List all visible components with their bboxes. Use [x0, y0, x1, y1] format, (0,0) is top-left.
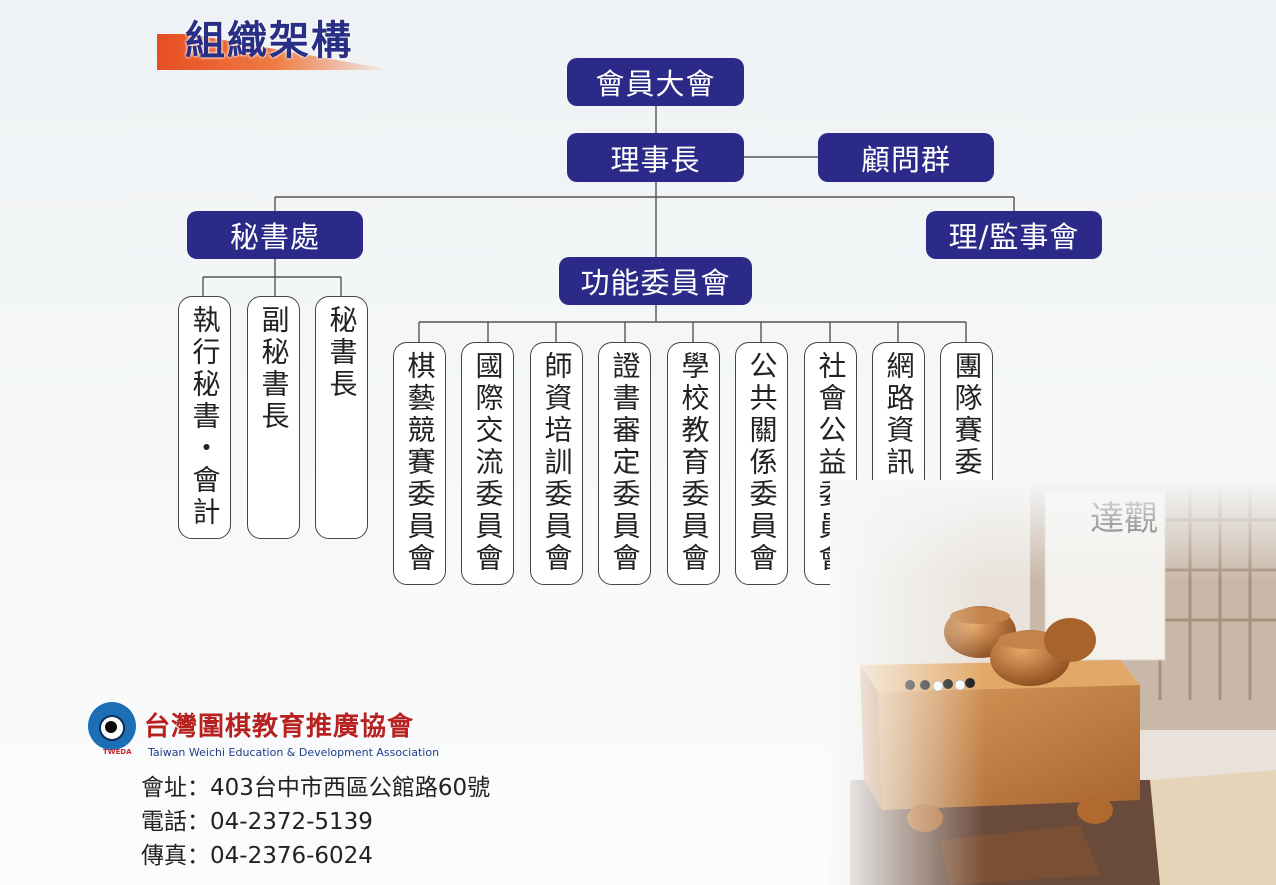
phone-value: 04-2372-5139	[210, 809, 373, 835]
committee-label: 棋藝競賽委員會	[403, 351, 437, 575]
node-chairman: 理事長	[567, 133, 744, 182]
secretariat-unit-label: 副秘書長	[257, 305, 291, 433]
secretariat-unit-label: 秘書長	[325, 305, 359, 401]
secretariat-unit: 秘書長	[315, 296, 368, 539]
committee-box: 學校教育委員會	[667, 342, 720, 585]
committee-label: 證書審定委員會	[608, 351, 642, 575]
fax-label: 傳真：	[141, 843, 210, 869]
go-board-photo: 達觀	[830, 480, 1276, 885]
contact-phone: 電話：04-2372-5139	[141, 802, 373, 836]
committee-label: 學校教育委員會	[677, 351, 711, 575]
committee-box: 國際交流委員會	[461, 342, 514, 585]
node-secretariat: 秘書處	[187, 211, 363, 259]
committee-box: 師資培訓委員會	[530, 342, 583, 585]
node-general-assembly: 會員大會	[567, 58, 744, 106]
page-title-banner: 組織架構	[157, 8, 397, 72]
go-board-illustration: 達觀	[830, 480, 1276, 885]
committee-box: 公共關係委員會	[735, 342, 788, 585]
contact-fax: 傳真：04-2376-6024	[141, 836, 373, 870]
association-name-en: Taiwan Weichi Education & Development As…	[148, 746, 440, 759]
committee-box: 證書審定委員會	[598, 342, 651, 585]
fax-value: 04-2376-6024	[210, 843, 373, 869]
page-title: 組織架構	[185, 18, 353, 64]
address-value: 403台中市西區公館路60號	[210, 775, 491, 801]
committee-label: 國際交流委員會	[471, 351, 505, 575]
phone-label: 電話：	[141, 809, 210, 835]
association-name-zh: 台灣圍棋教育推廣協會	[144, 712, 415, 742]
node-functional-committees: 功能委員會	[559, 257, 752, 305]
logo-pupil	[105, 721, 117, 733]
committee-label: 公共關係委員會	[745, 351, 779, 575]
contact-address: 會址：403台中市西區公館路60號	[141, 768, 490, 802]
node-advisors: 顧問群	[818, 133, 994, 182]
committee-label: 師資培訓委員會	[540, 351, 574, 575]
secretariat-unit: 副秘書長	[247, 296, 300, 539]
secretariat-unit-label: 執行秘書・會計	[188, 305, 222, 529]
association-logo: TWEDA 台灣圍棋教育推廣協會 Taiwan Weichi Education…	[88, 702, 439, 764]
address-label: 會址：	[141, 775, 210, 801]
secretariat-unit: 執行秘書・會計	[178, 296, 231, 539]
committee-box: 棋藝競賽委員會	[393, 342, 446, 585]
node-board: 理/監事會	[926, 211, 1102, 259]
logo-abbr: TWEDA	[103, 748, 132, 756]
